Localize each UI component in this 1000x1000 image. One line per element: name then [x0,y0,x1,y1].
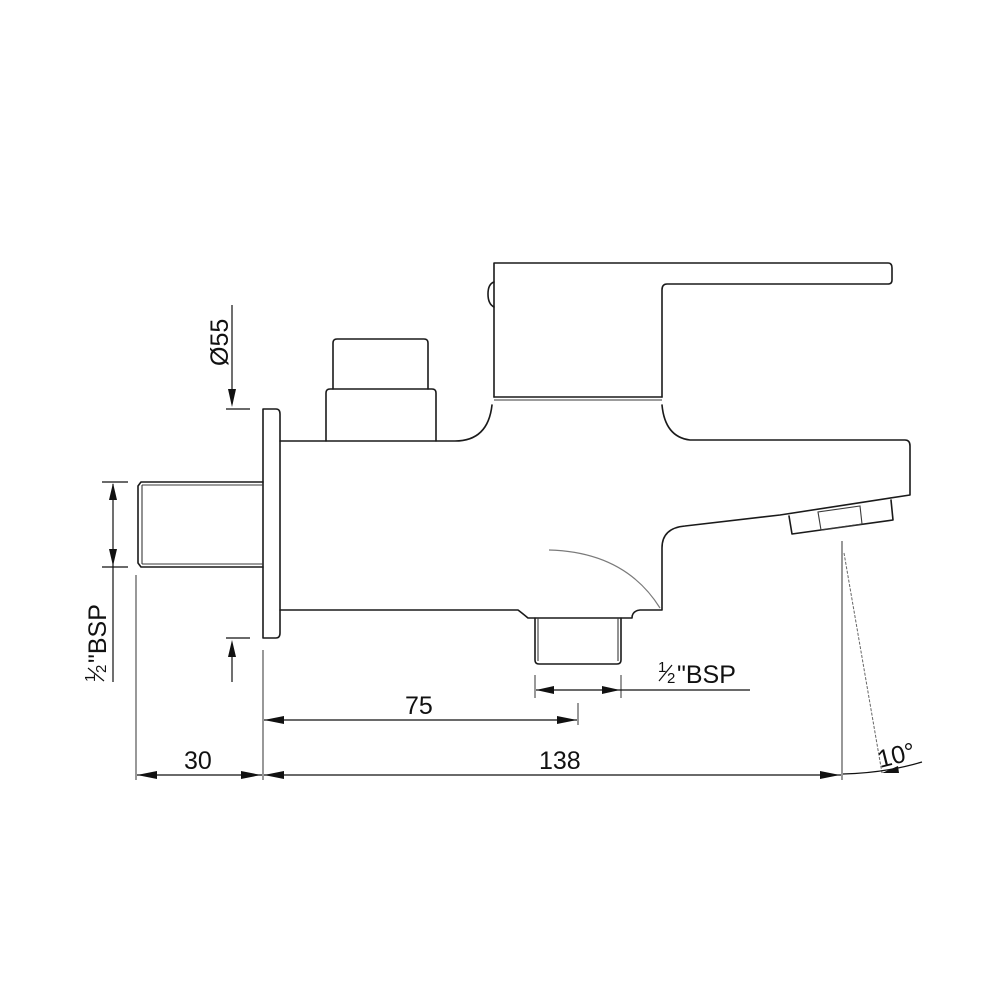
label-inlet-thread: 1 2 "BSP [82,604,112,682]
arrow-icon [264,771,284,779]
arrow-icon [602,686,620,694]
arrow-icon [557,716,577,724]
outlet-thread-suffix: "BSP [677,661,736,689]
arrow-icon [536,686,554,694]
angle-arc [842,761,923,775]
lever-pin [487,281,495,308]
arrow-icon [228,389,236,407]
arrow-icon [109,483,117,500]
dimension-lines [102,305,923,780]
aerator-inner [817,505,863,531]
diverter-knob-top [332,338,429,390]
arrow-icon [109,549,117,566]
inlet-thread-suffix: "BSP [84,604,112,663]
cartridge-housing [493,262,893,398]
label-angle: 10° [875,738,918,774]
outlet-frac-num: 1 [658,659,666,676]
arrow-icon [264,716,284,724]
diverter-knob-base [325,388,437,442]
label-outlet-thread: 1 2 "BSP [658,659,736,689]
inlet-pipe [137,481,264,568]
label-75: 75 [405,692,433,720]
arrow-icon [882,766,899,773]
dimension-labels: Ø55 1 2 "BSP 1 2 "BSP 75 30 138 10° [82,319,918,775]
mixer-body [137,262,911,665]
inlet-frac-num: 1 [82,674,99,682]
body-outline [279,404,911,619]
diverter-arc [548,549,661,609]
label-30: 30 [184,747,212,775]
arrow-icon [228,640,236,657]
arrow-icon [137,771,157,779]
arrow-icon [820,771,840,779]
label-138: 138 [539,747,581,775]
label-diameter: Ø55 [206,319,234,366]
spout-angle-line [843,552,883,774]
outlet-pipe [534,617,622,665]
outlet-frac-den: 2 [667,670,675,687]
arrow-icon [241,771,261,779]
inlet-frac-den: 2 [93,665,110,673]
wall-flange [262,408,281,639]
